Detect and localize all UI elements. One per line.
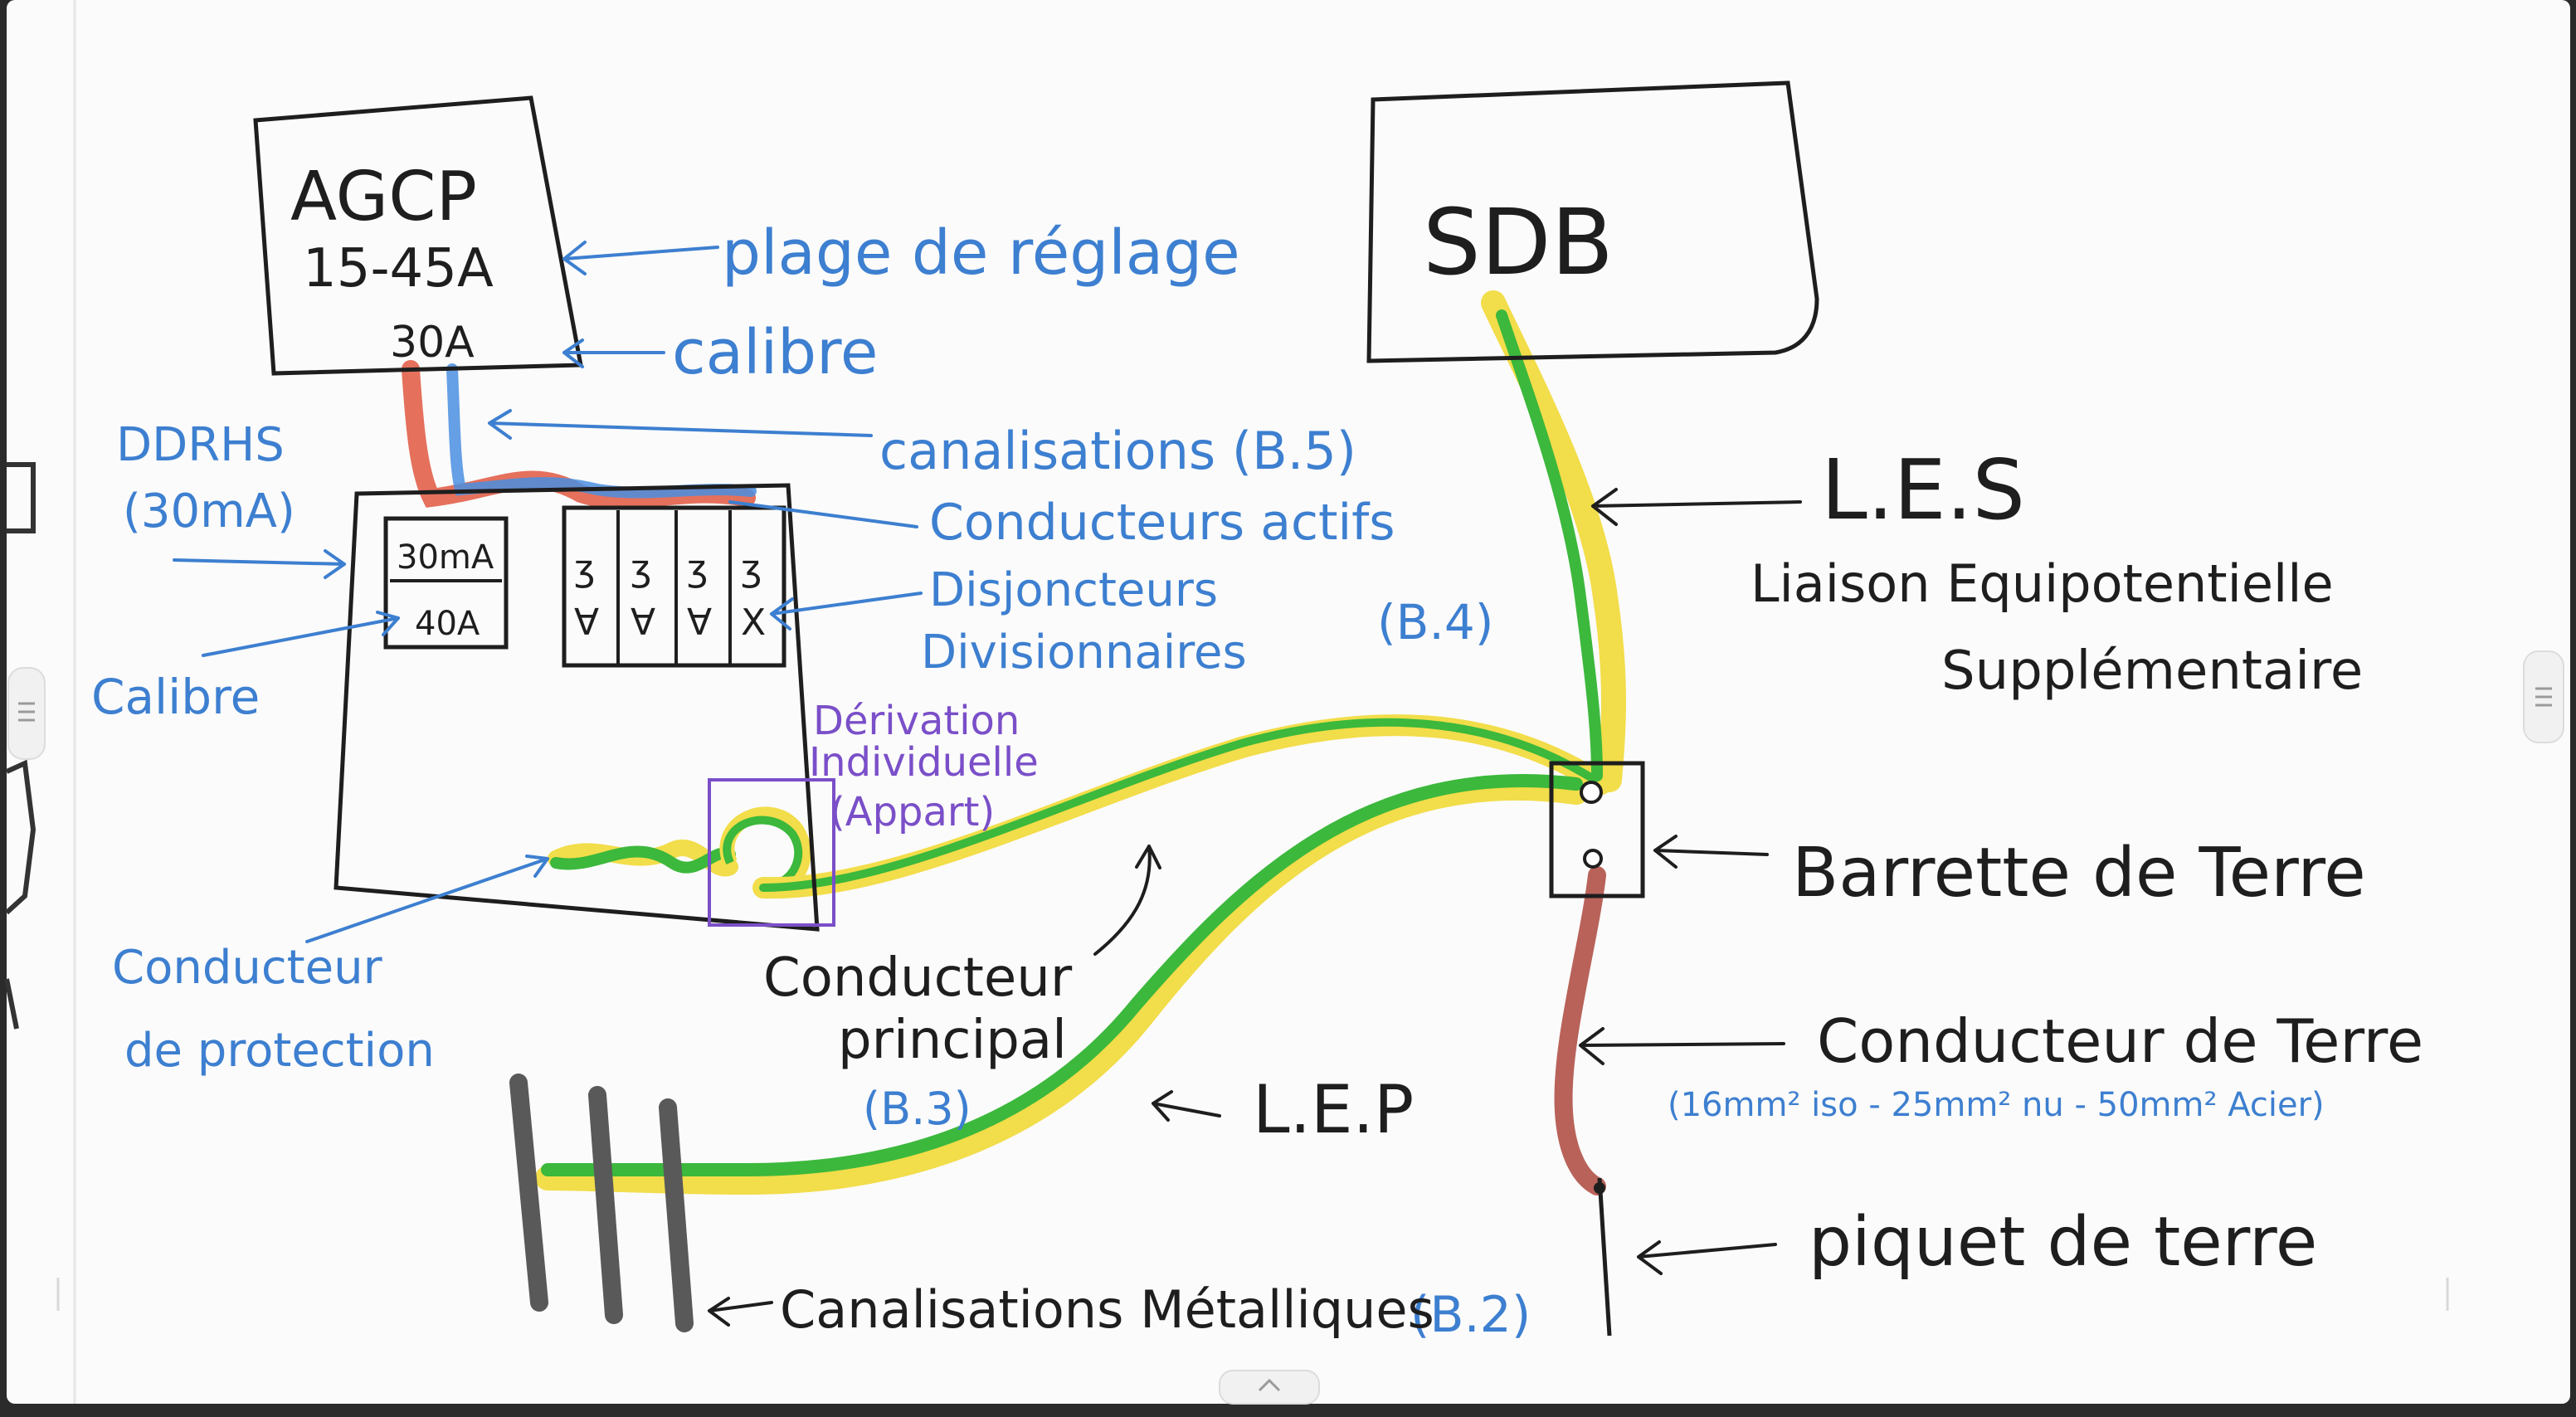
- right-handle[interactable]: [2523, 650, 2564, 743]
- label-conducteur-terre: Conducteur de Terre: [1817, 1006, 2423, 1076]
- arrow-plage: [562, 241, 719, 275]
- label-canalisations-metalliques: Canalisations Métalliques: [780, 1279, 1434, 1340]
- sdb-title: SDB: [1423, 189, 1614, 295]
- svg-text:∀: ∀: [631, 601, 655, 644]
- arrow-conducteur-protection: [305, 855, 549, 943]
- svg-text:∀: ∀: [687, 601, 712, 644]
- arrow-calibre-left: [202, 611, 400, 657]
- label-conducteur-protection-1: Conducteur: [112, 941, 383, 995]
- left-handle[interactable]: [7, 667, 46, 760]
- left-edge-scribble: [4, 462, 37, 1030]
- svg-text:ʒ: ʒ: [741, 548, 762, 590]
- svg-text:X: X: [741, 601, 766, 644]
- main-conductor-green: [759, 718, 1605, 892]
- label-b2: (B.2): [1410, 1286, 1531, 1344]
- label-conducteur-protection-2: de protection: [124, 1024, 435, 1078]
- arrow-conducteurs-actifs: [728, 500, 918, 528]
- label-calibre-left: Calibre: [91, 669, 260, 725]
- blue-wire: [446, 363, 757, 499]
- svg-text:ʒ: ʒ: [687, 548, 708, 590]
- svg-text:ʒ: ʒ: [574, 548, 595, 590]
- label-ddrhs-ma: (30mA): [123, 485, 295, 538]
- label-lep: L.E.P: [1253, 1071, 1414, 1148]
- ddrhs-box: [383, 516, 509, 650]
- ddrhs-rating: 30mA: [397, 538, 494, 577]
- label-piquet: piquet de terre: [1809, 1203, 2317, 1282]
- metallic-pipes: [509, 1074, 694, 1332]
- label-conducteur-principal-2: principal: [838, 1010, 1067, 1071]
- arrow-barrette: [1653, 835, 1769, 869]
- earth-bar-box: [1549, 761, 1645, 898]
- breakers-box: [562, 505, 786, 668]
- ddrhs-caliber: 40A: [415, 605, 480, 643]
- label-ddrhs: DDRHS: [116, 418, 285, 472]
- left-hamburger-icon: [18, 702, 35, 722]
- breaker-symbols: ʒ∀ ʒ∀ ʒ∀ ʒX: [574, 548, 766, 644]
- chevron-up-icon: [1258, 1378, 1281, 1392]
- earth-conductor: [1554, 866, 1606, 1195]
- bottom-handle[interactable]: [1219, 1370, 1320, 1405]
- arrow-conducteur-terre: [1579, 1027, 1785, 1065]
- agcp-title: AGCP: [290, 158, 477, 236]
- distribution-panel: [334, 483, 820, 932]
- label-les-full-2: Supplémentaire: [1941, 640, 2363, 702]
- label-calibre-top: calibre: [672, 317, 878, 388]
- label-conducteurs-actifs: Conducteurs actifs: [929, 494, 1395, 552]
- arrow-les: [1591, 488, 1802, 526]
- label-barrette: Barrette de Terre: [1792, 834, 2366, 913]
- label-sections: (16mm² iso - 25mm² nu - 50mm² Acier): [1668, 1086, 2325, 1124]
- agcp-range: 15-45A: [303, 238, 494, 299]
- label-individuelle: Individuelle: [809, 739, 1039, 786]
- arrow-calibre: [562, 338, 665, 368]
- protection-conductor-yellow: [548, 840, 738, 877]
- arrow-principal: [1093, 845, 1161, 956]
- label-canalisations-b5: canalisations (B.5): [879, 421, 1356, 481]
- label-conducteur-principal-1: Conducteur: [763, 947, 1073, 1009]
- label-appart: (Appart): [830, 789, 995, 835]
- svg-text:∀: ∀: [574, 601, 599, 644]
- sdb-box: [1366, 80, 1819, 363]
- label-b4: (B.4): [1377, 594, 1493, 650]
- svg-text:ʒ: ʒ: [631, 548, 651, 590]
- right-hamburger-icon: [2535, 687, 2552, 707]
- protection-conductor-green: [550, 845, 736, 874]
- arrow-piquet: [1637, 1240, 1777, 1275]
- arrow-ddrhs: [173, 549, 346, 579]
- earth-rod: [1597, 1177, 1612, 1337]
- arrow-canalisations: [488, 409, 873, 440]
- derivation-box: [708, 778, 835, 927]
- label-les-full-1: Liaison Equipotentielle: [1751, 553, 2334, 614]
- label-derivation: Dérivation: [813, 698, 1020, 744]
- arrow-canalisations-metalliques: [708, 1297, 773, 1327]
- agcp-rating: 30A: [390, 318, 475, 368]
- label-disjoncteurs: Disjoncteurs: [929, 563, 1218, 617]
- arrow-disjoncteurs: [770, 592, 923, 631]
- label-divisionnaires: Divisionnaires: [921, 626, 1247, 679]
- les-green: [1496, 309, 1603, 782]
- label-b3: (B.3): [863, 1083, 971, 1135]
- label-les: L.E.S: [1821, 441, 2025, 538]
- arrow-lep: [1152, 1090, 1221, 1122]
- label-plage: plage de réglage: [722, 217, 1240, 289]
